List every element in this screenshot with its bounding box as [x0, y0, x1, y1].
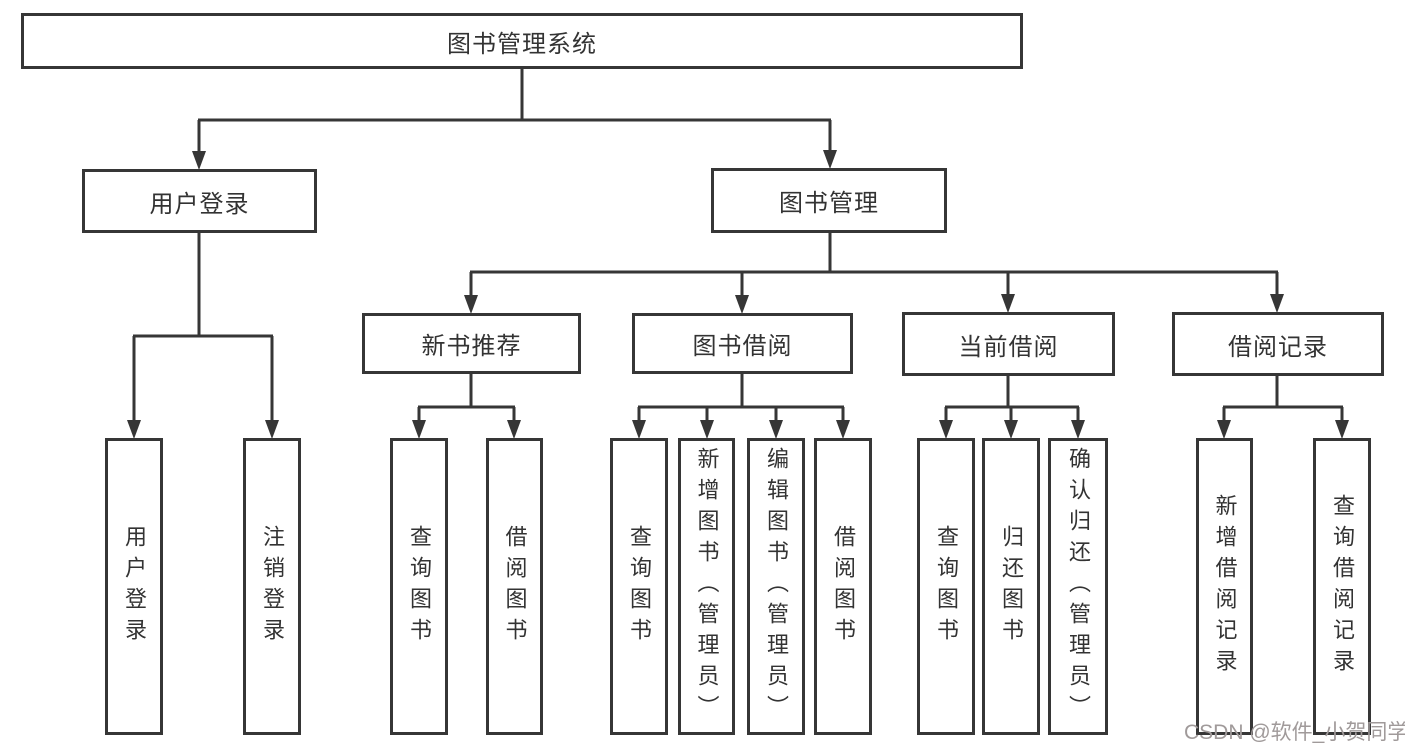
node-label: 借阅图书 — [502, 524, 528, 649]
node-book-management: 图书管理 — [711, 168, 947, 233]
node-root: 图书管理系统 — [21, 13, 1023, 69]
node-label: 图书借阅 — [692, 333, 793, 360]
leaf-br-query-record: 查询借阅记录 — [1313, 438, 1371, 735]
leaf-bb-edit-book-admin: 编辑图书（管理员） — [747, 438, 805, 735]
leaf-cb-return-book: 归还图书 — [982, 438, 1040, 735]
node-label: 查询图书 — [407, 524, 432, 649]
node-current-borrow: 当前借阅 — [902, 312, 1115, 376]
node-label: 编辑图书（管理员） — [764, 447, 789, 726]
node-label: 当前借阅 — [958, 333, 1059, 361]
leaf-user-login: 用户登录 — [105, 438, 163, 735]
node-user-login: 用户登录 — [82, 169, 317, 233]
node-label: 归还图书 — [999, 524, 1024, 649]
leaf-logout: 注销登录 — [243, 438, 301, 735]
node-label: 借阅图书 — [831, 524, 856, 649]
node-label: 借阅记录 — [1228, 333, 1328, 361]
node-label: 用户登录 — [149, 190, 250, 218]
leaf-nb-query-book: 查询图书 — [390, 438, 448, 735]
node-label: 查询图书 — [627, 524, 652, 649]
leaf-nb-borrow-book: 借阅图书 — [486, 438, 543, 735]
node-label: 确认归还（管理员） — [1066, 447, 1091, 726]
leaf-bb-add-book-admin: 新增图书（管理员） — [678, 438, 735, 735]
leaf-br-add-record: 新增借阅记录 — [1196, 438, 1253, 735]
node-label: 注销登录 — [260, 524, 285, 649]
node-label: 查询借阅记录 — [1330, 493, 1355, 680]
leaf-bb-borrow-book: 借阅图书 — [814, 438, 872, 735]
node-label: 新增借阅记录 — [1212, 493, 1238, 680]
leaf-cb-confirm-return-admin: 确认归还（管理员） — [1048, 438, 1108, 735]
leaf-bb-query-book: 查询图书 — [610, 438, 668, 735]
node-borrow-records: 借阅记录 — [1172, 312, 1384, 376]
node-label: 图书管理系统 — [447, 30, 597, 58]
node-label: 新增图书（管理员） — [694, 447, 720, 726]
node-label: 查询图书 — [934, 524, 959, 649]
csdn-watermark: CSDN @软件_小贺同学 — [1184, 721, 1405, 744]
node-label: 新书推荐 — [421, 333, 522, 360]
node-book-borrow: 图书借阅 — [632, 313, 853, 374]
node-label: 图书管理 — [779, 190, 879, 217]
node-label: 用户登录 — [122, 524, 147, 649]
node-new-book-recommend: 新书推荐 — [362, 313, 581, 374]
leaf-cb-query-book: 查询图书 — [917, 438, 975, 735]
